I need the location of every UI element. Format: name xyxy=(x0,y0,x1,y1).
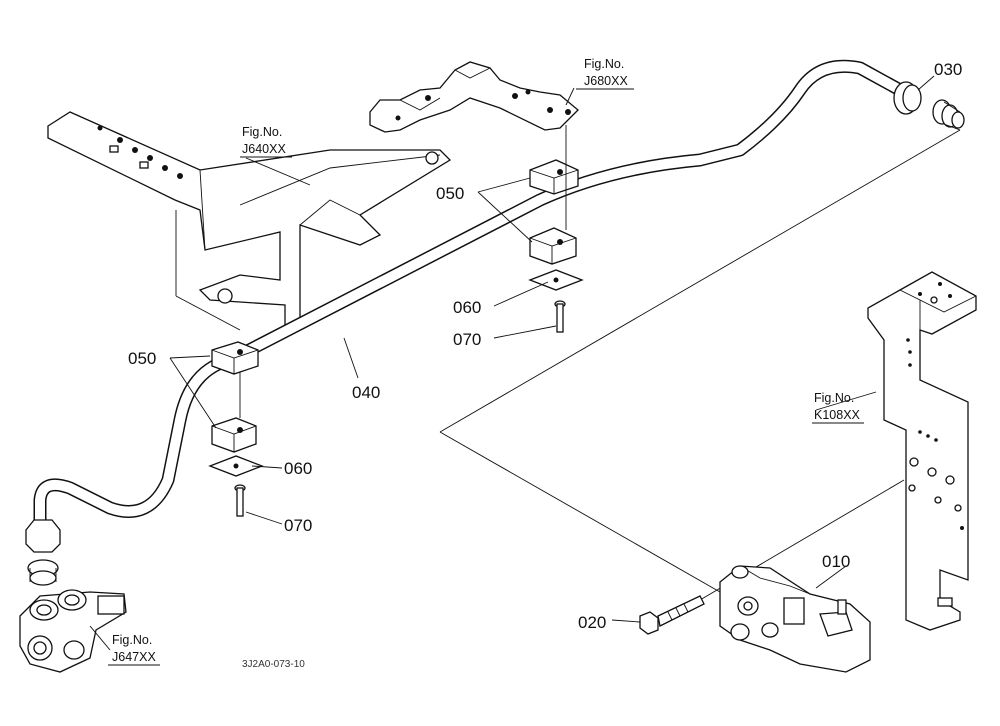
figure-ref-j640[interactable]: Fig.No. J640XX xyxy=(240,125,292,158)
bracket-j680 xyxy=(369,61,579,133)
bracket-k108 xyxy=(867,271,977,631)
fitting-030[interactable] xyxy=(893,81,965,131)
pipe-end-fittings xyxy=(25,519,61,586)
label-070-lower: 070 xyxy=(284,516,312,535)
svg-text:Fig.No.: Fig.No. xyxy=(242,125,282,139)
pipe-040[interactable] xyxy=(33,59,907,537)
figure-ref-k108[interactable]: Fig.No. K108XX xyxy=(812,391,864,424)
part-labels: 030 050 060 070 050 040 060 070 010 020 xyxy=(128,60,962,632)
drawing-code: 3J2A0-073-10 xyxy=(242,659,305,670)
svg-text:Fig.No.: Fig.No. xyxy=(112,633,152,647)
label-070-upper: 070 xyxy=(453,330,481,349)
clamp-set-upper[interactable] xyxy=(528,125,584,333)
svg-text:J640XX: J640XX xyxy=(242,142,286,156)
clamp-set-lower[interactable] xyxy=(208,341,264,517)
figure-ref-j680[interactable]: Fig.No. J680XX xyxy=(576,57,634,90)
valve-j647 xyxy=(19,589,127,673)
svg-text:Fig.No.: Fig.No. xyxy=(584,57,624,71)
label-010: 010 xyxy=(822,552,850,571)
label-050-upper: 050 xyxy=(436,184,464,203)
label-030: 030 xyxy=(934,60,962,79)
label-060-lower: 060 xyxy=(284,459,312,478)
svg-text:K108XX: K108XX xyxy=(814,408,861,422)
svg-text:J647XX: J647XX xyxy=(112,650,156,664)
svg-text:J680XX: J680XX xyxy=(584,74,628,88)
bolt-020[interactable] xyxy=(639,595,705,635)
bracket-j640 xyxy=(47,111,452,336)
label-050-lower: 050 xyxy=(128,349,156,368)
svg-text:Fig.No.: Fig.No. xyxy=(814,391,854,405)
label-040: 040 xyxy=(352,383,380,402)
label-060-upper: 060 xyxy=(453,298,481,317)
leader-lines xyxy=(89,75,935,651)
bolt-row-j640 xyxy=(97,125,183,179)
label-020: 020 xyxy=(578,613,606,632)
figure-ref-j647[interactable]: Fig.No. J647XX xyxy=(108,633,160,666)
pump-010[interactable] xyxy=(719,565,871,673)
